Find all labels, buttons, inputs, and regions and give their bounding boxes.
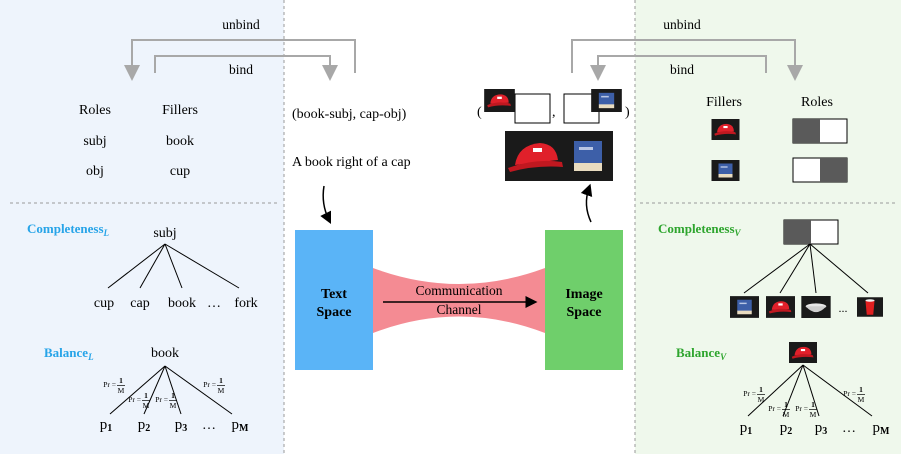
right-panel-bg xyxy=(635,0,901,454)
completeness-leaf-ellipsis: … xyxy=(207,296,221,311)
tuple-box-left xyxy=(514,93,551,124)
left-filler-cup: cup xyxy=(170,164,190,179)
tuple-paren-close: ) xyxy=(625,105,630,120)
red-cap-icon xyxy=(484,89,515,112)
right-balance-title: BalanceV xyxy=(676,345,727,362)
svg-text:1: 1 xyxy=(219,376,223,385)
balance-root-cap-icon xyxy=(789,342,817,363)
pr-label-1: Pr =1M xyxy=(743,385,765,404)
svg-text:Pr =: Pr = xyxy=(128,395,141,404)
left-unbind-bracket xyxy=(124,39,356,81)
blue-book-icon xyxy=(591,89,622,112)
left-roles-header: Roles xyxy=(79,103,111,118)
tuple-comma: , xyxy=(552,105,556,120)
completeness-root-subj: subj xyxy=(153,226,176,241)
svg-text:M: M xyxy=(143,401,150,410)
image-space-box xyxy=(545,230,623,370)
role-obj-box xyxy=(792,157,848,183)
leaf-cap-icon xyxy=(766,296,795,318)
svg-text:1: 1 xyxy=(119,376,123,385)
left-role-obj: obj xyxy=(86,164,104,179)
svg-text:Pr =: Pr = xyxy=(155,395,168,404)
right-unbind-label: unbind xyxy=(663,17,701,32)
svg-text:Pr =: Pr = xyxy=(795,404,808,413)
svg-text:1: 1 xyxy=(859,385,863,394)
left-panel-bg xyxy=(0,0,284,454)
filler-book-icon xyxy=(711,160,740,181)
svg-text:M: M xyxy=(783,410,790,419)
cap-and-book-photo xyxy=(505,131,613,181)
communication-channel-shape xyxy=(373,268,545,333)
pr-label-3: Pr =1M xyxy=(155,391,177,410)
balance-root-book: book xyxy=(151,346,179,361)
left-p-ellipsis: … xyxy=(202,418,216,433)
right-balance-edges xyxy=(747,364,873,417)
left-completeness-title: CompletenessL xyxy=(27,221,110,238)
image-space-label-line2: Space xyxy=(567,305,602,320)
completeness-leaf-book: book xyxy=(168,296,196,311)
leaf-book-icon xyxy=(730,296,759,318)
svg-text:1: 1 xyxy=(811,400,815,409)
leaf-cup-icon xyxy=(857,297,883,317)
right-p-ellipsis: … xyxy=(842,421,856,436)
channel-label-line1: Communication xyxy=(416,283,503,298)
channel-label-line2: Channel xyxy=(437,302,482,317)
pr-label-2: Pr =1M xyxy=(128,391,150,410)
role-subj-box xyxy=(792,118,848,144)
right-completeness-edges xyxy=(743,243,869,294)
right-unbind-bracket xyxy=(571,39,803,81)
pair-text: (book-subj, cap-obj) xyxy=(292,107,407,122)
image-space-label-line1: Image xyxy=(565,287,602,302)
svg-text:Pr =: Pr = xyxy=(743,389,756,398)
completeness-role-box xyxy=(783,219,839,245)
left-balance-title: BalanceL xyxy=(44,345,94,362)
svg-text:1: 1 xyxy=(784,400,788,409)
completeness-leaf-fork: fork xyxy=(234,296,257,311)
svg-text:1: 1 xyxy=(759,385,763,394)
svg-text:1: 1 xyxy=(144,391,148,400)
text-down-arrow xyxy=(320,185,332,225)
tuple-paren-open: ( xyxy=(477,105,482,120)
svg-text:M: M xyxy=(170,401,177,410)
caption-text: A book right of a cap xyxy=(292,155,411,170)
image-up-arrow xyxy=(580,183,593,223)
filler-cap-icon xyxy=(711,119,740,140)
svg-text:Pr =: Pr = xyxy=(843,389,856,398)
text-space-label-line1: Text xyxy=(321,287,347,302)
svg-text:1: 1 xyxy=(171,391,175,400)
pr-label-1: Pr =1M xyxy=(103,376,125,395)
text-space-label-line2: Space xyxy=(317,305,352,320)
completeness-leaf-cup: cup xyxy=(94,296,114,311)
completeness-leaf-cap: cap xyxy=(130,296,149,311)
svg-text:M: M xyxy=(118,386,125,395)
svg-text:M: M xyxy=(858,395,865,404)
left-role-subj: subj xyxy=(83,134,106,149)
right-fillers-header: Fillers xyxy=(706,95,742,110)
svg-text:Pr =: Pr = xyxy=(103,380,116,389)
left-bind-label: bind xyxy=(229,62,253,77)
right-bind-label: bind xyxy=(670,62,694,77)
completeness-tree-edges xyxy=(107,243,240,289)
balance-tree-edges xyxy=(109,365,233,415)
right-roles-header: Roles xyxy=(801,95,833,110)
right-completeness-title: CompletenessV xyxy=(658,221,742,238)
pr-label-3: Pr =1M xyxy=(795,400,817,419)
svg-text:M: M xyxy=(218,386,225,395)
left-fillers-header: Fillers xyxy=(162,103,198,118)
left-filler-book: book xyxy=(166,134,194,149)
leaf-bowl-icon xyxy=(801,296,831,318)
left-unbind-label: unbind xyxy=(222,17,260,32)
pr-label-4: Pr =1M xyxy=(203,376,225,395)
svg-text:Pr =: Pr = xyxy=(203,380,216,389)
svg-text:M: M xyxy=(758,395,765,404)
pr-label-2: Pr =1M xyxy=(768,400,790,419)
text-space-box xyxy=(295,230,373,370)
leaf-ellipsis: ... xyxy=(839,301,848,315)
svg-text:Pr =: Pr = xyxy=(768,404,781,413)
svg-text:M: M xyxy=(810,410,817,419)
pr-label-4: Pr =1M xyxy=(843,385,865,404)
